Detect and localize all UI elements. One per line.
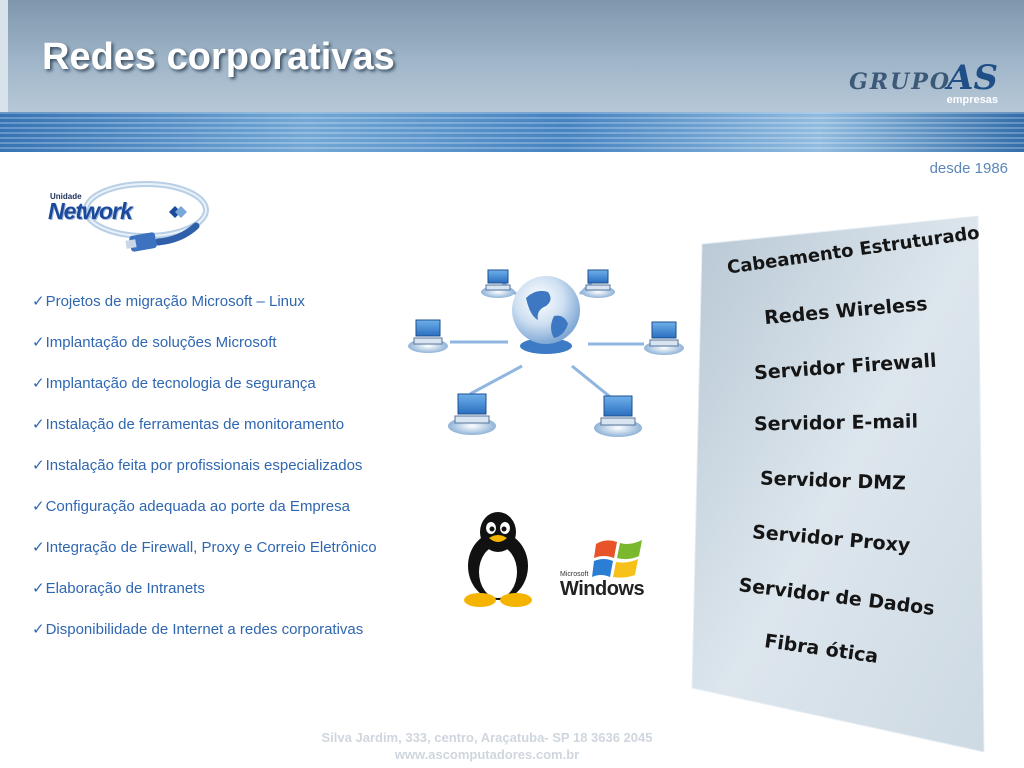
list-item: ✓Implantação de tecnologia de segurança — [32, 374, 377, 415]
header-frame — [0, 0, 1024, 118]
list-item: ✓Configuração adequada ao porte da Empre… — [32, 497, 377, 538]
footer: Silva Jardim, 333, centro, Araçatuba- SP… — [0, 729, 974, 763]
list-item: ✓Implantação de soluções Microsoft — [32, 333, 377, 374]
services-panel: Cabeamento Estruturado Redes Wireless Se… — [684, 208, 994, 764]
computer-icon — [481, 269, 515, 298]
globe-icon — [512, 276, 580, 344]
list-item: ✓Projetos de migração Microsoft – Linux — [32, 292, 377, 333]
since-year: desde 1986 — [929, 160, 1008, 177]
logo-as-text: AS — [947, 58, 998, 98]
microsoft-label: Microsoft — [560, 571, 589, 578]
computer-icon — [644, 321, 684, 355]
network-label: Network — [48, 198, 133, 224]
computer-icon — [594, 395, 642, 437]
feature-text: Integração de Firewall, Proxy e Correio … — [45, 539, 377, 556]
logo-empresas-text: empresas — [946, 94, 998, 106]
check-icon: ✓ — [32, 416, 45, 433]
feature-text: Instalação de ferramentas de monitoramen… — [45, 416, 345, 433]
network-unit-logo: Unidade Network — [46, 178, 216, 262]
feature-text: Instalação feita por profissionais espec… — [45, 457, 363, 474]
list-item: ✓Elaboração de Intranets — [32, 579, 377, 620]
computer-icon — [581, 269, 615, 298]
feature-text: Implantação de soluções Microsoft — [45, 334, 277, 351]
check-icon: ✓ — [32, 580, 45, 597]
header-banner: Redes corporativas GRUPOAS empresas — [0, 0, 1024, 152]
check-icon: ✓ — [32, 334, 45, 351]
windows-label: Windows — [560, 578, 645, 600]
network-cable-icon — [83, 181, 209, 252]
footer-website: www.ascomputadores.com.br — [394, 747, 580, 762]
list-item: ✓Instalação de ferramentas de monitorame… — [32, 415, 377, 456]
check-icon: ✓ — [32, 375, 45, 392]
feature-text: Implantação de tecnologia de segurança — [45, 375, 316, 392]
grupo-as-logo: GRUPOAS empresas — [849, 58, 998, 106]
feature-list: ✓Projetos de migração Microsoft – Linux … — [32, 292, 377, 661]
os-logos: Microsoft Windows — [456, 508, 656, 608]
logo-grupo-text: GRUPO — [849, 69, 952, 95]
computer-icon — [408, 319, 448, 353]
feature-text: Elaboração de Intranets — [45, 580, 205, 597]
feature-text: Projetos de migração Microsoft – Linux — [45, 293, 305, 310]
services-panel-background — [686, 210, 990, 760]
feature-text: Configuração adequada ao porte da Empres… — [45, 498, 350, 515]
check-icon: ✓ — [32, 539, 45, 556]
list-item: ✓Instalação feita por profissionais espe… — [32, 456, 377, 497]
feature-text: Disponibilidade de Internet a redes corp… — [45, 621, 364, 638]
page-title: Redes corporativas — [42, 36, 395, 78]
computer-icon — [448, 393, 496, 435]
check-icon: ✓ — [32, 457, 45, 474]
check-icon: ✓ — [32, 498, 45, 515]
windows-flag-icon — [592, 540, 642, 578]
footer-address: Silva Jardim, 333, centro, Araçatuba- SP… — [321, 730, 653, 745]
network-globe-diagram — [408, 269, 684, 437]
check-icon: ✓ — [32, 621, 45, 638]
unidade-label: Unidade — [50, 192, 82, 201]
linux-tux-icon — [464, 512, 532, 607]
service-item: Servidor E-mail — [753, 410, 919, 436]
check-icon: ✓ — [32, 293, 45, 310]
list-item: ✓Disponibilidade de Internet a redes cor… — [32, 620, 377, 661]
header-stripe — [0, 112, 1024, 152]
list-item: ✓Integração de Firewall, Proxy e Correio… — [32, 538, 377, 579]
